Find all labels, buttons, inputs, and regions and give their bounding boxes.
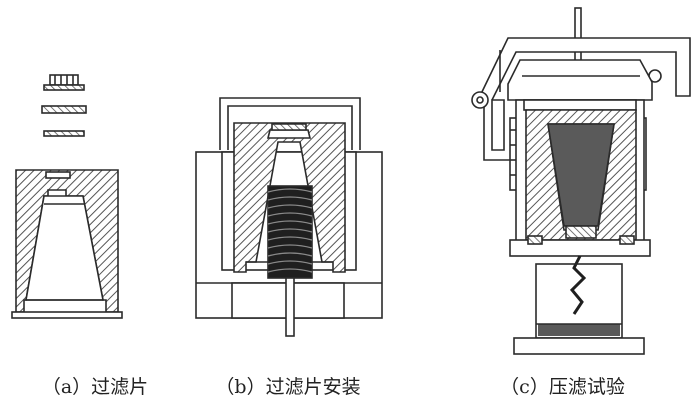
filter-disc-top xyxy=(43,74,85,91)
clamp-frame-b xyxy=(219,97,361,150)
lever-arm-c xyxy=(471,37,691,161)
panel-b-drawing xyxy=(195,97,383,337)
caption-panel-b: （b）过滤片安装 xyxy=(215,376,361,398)
soil-sample xyxy=(547,123,615,227)
stand-base xyxy=(513,337,645,355)
caption-panel-c: （c）压滤试验 xyxy=(500,376,625,398)
filter-disc-bottom xyxy=(43,130,85,137)
filter-disc-middle xyxy=(41,105,87,114)
panel-a-drawing xyxy=(11,74,123,319)
drip-stream xyxy=(569,255,587,315)
cone-mold-b xyxy=(233,122,346,273)
mold-body-a xyxy=(11,169,123,319)
caption-panel-a: （a）过滤片 xyxy=(41,376,149,398)
panel-c-drawing xyxy=(471,7,691,355)
cylinder-c xyxy=(515,99,645,245)
rod-b xyxy=(285,277,295,337)
base-plate-c xyxy=(509,235,651,257)
spring-b xyxy=(267,185,313,279)
